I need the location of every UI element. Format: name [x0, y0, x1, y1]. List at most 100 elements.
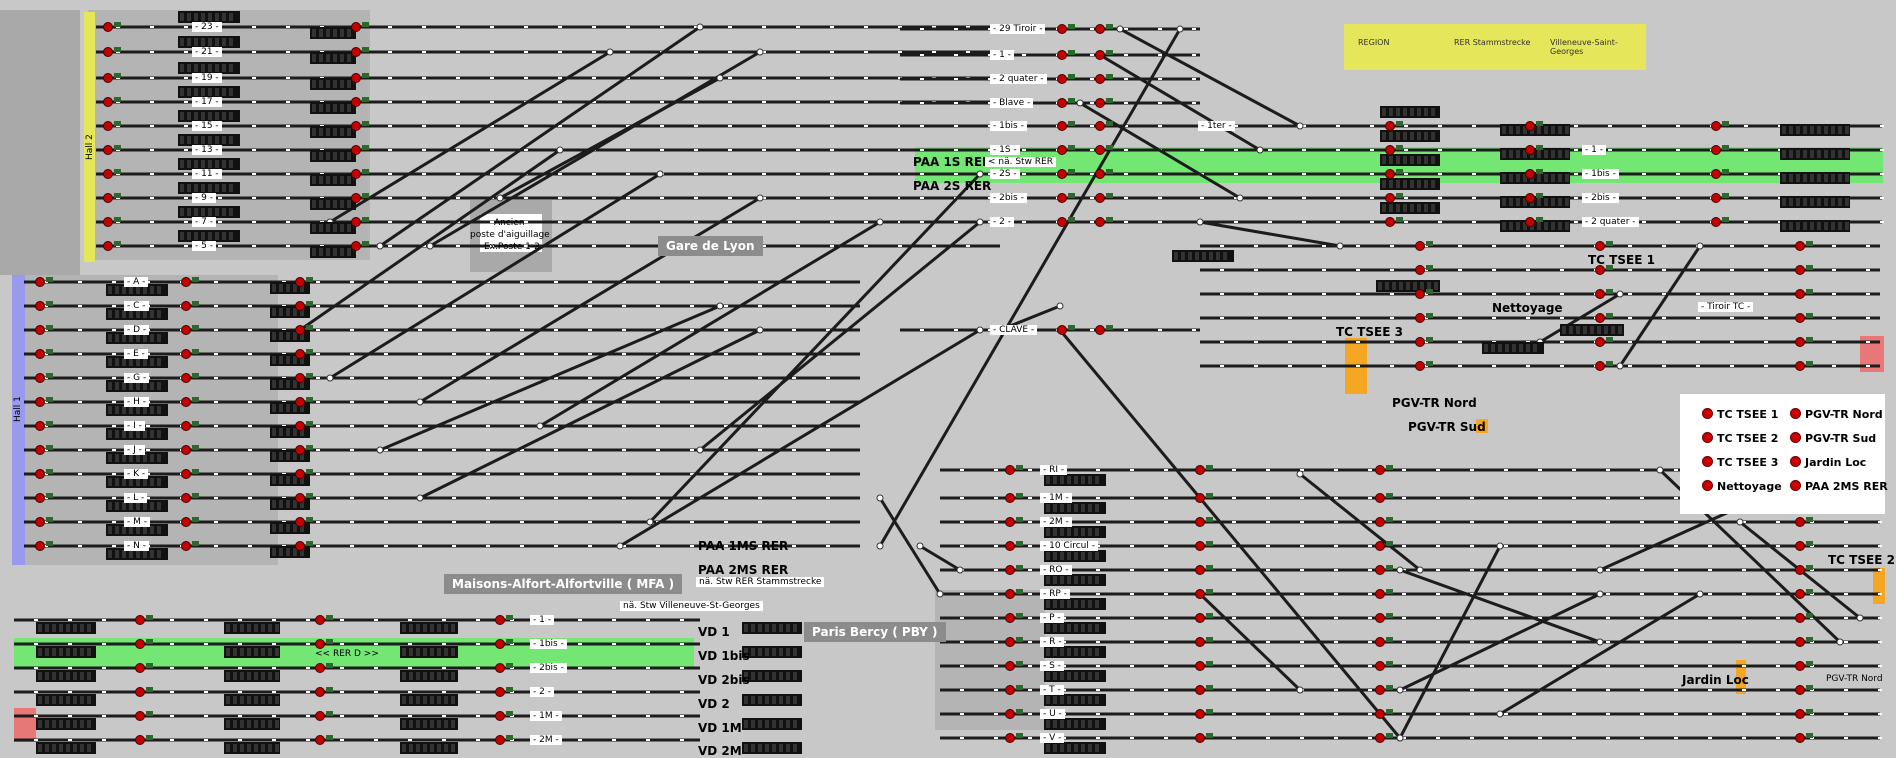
- switch[interactable]: [1396, 734, 1404, 742]
- switch[interactable]: [756, 48, 764, 56]
- signal[interactable]: [295, 397, 305, 407]
- switch[interactable]: [756, 326, 764, 334]
- signal[interactable]: [295, 445, 305, 455]
- signal[interactable]: [1415, 337, 1425, 347]
- signal[interactable]: [181, 277, 191, 287]
- switch[interactable]: [376, 242, 384, 250]
- signal[interactable]: [351, 22, 361, 32]
- switch[interactable]: [1616, 362, 1624, 370]
- signal[interactable]: [35, 421, 45, 431]
- signal[interactable]: [1095, 121, 1105, 131]
- signal[interactable]: [1195, 465, 1205, 475]
- signal[interactable]: [315, 639, 325, 649]
- signal[interactable]: [1095, 217, 1105, 227]
- signal[interactable]: [1711, 145, 1721, 155]
- signal[interactable]: [351, 121, 361, 131]
- signal[interactable]: [103, 169, 113, 179]
- signal[interactable]: [1525, 121, 1535, 131]
- switch[interactable]: [1696, 242, 1704, 250]
- signal[interactable]: [1385, 193, 1395, 203]
- signal[interactable]: [1375, 517, 1385, 527]
- signal[interactable]: [1595, 289, 1605, 299]
- signal[interactable]: [1095, 325, 1105, 335]
- signal[interactable]: [295, 373, 305, 383]
- signal[interactable]: [495, 735, 505, 745]
- signal[interactable]: [315, 735, 325, 745]
- switch[interactable]: [656, 170, 664, 178]
- signal[interactable]: [1057, 169, 1067, 179]
- signal[interactable]: [1525, 193, 1535, 203]
- signal[interactable]: [495, 711, 505, 721]
- signal[interactable]: [181, 397, 191, 407]
- switch[interactable]: [876, 494, 884, 502]
- signal[interactable]: [1375, 709, 1385, 719]
- signal[interactable]: [1385, 217, 1395, 227]
- switch[interactable]: [876, 218, 884, 226]
- signal[interactable]: [1795, 637, 1805, 647]
- legend-item[interactable]: TC TSEE 3: [1702, 456, 1778, 469]
- signal[interactable]: [1195, 709, 1205, 719]
- signal[interactable]: [35, 277, 45, 287]
- signal[interactable]: [1795, 541, 1805, 551]
- signal[interactable]: [351, 97, 361, 107]
- switch[interactable]: [1496, 710, 1504, 718]
- signal[interactable]: [135, 639, 145, 649]
- signal[interactable]: [1375, 589, 1385, 599]
- signal[interactable]: [1195, 589, 1205, 599]
- signal[interactable]: [181, 373, 191, 383]
- switch[interactable]: [1116, 25, 1124, 33]
- switch[interactable]: [976, 326, 984, 334]
- signal[interactable]: [1385, 145, 1395, 155]
- signal[interactable]: [295, 493, 305, 503]
- signal[interactable]: [1057, 121, 1067, 131]
- switch[interactable]: [1336, 242, 1344, 250]
- signal[interactable]: [1795, 565, 1805, 575]
- switch[interactable]: [956, 566, 964, 574]
- switch[interactable]: [696, 446, 704, 454]
- signal[interactable]: [1005, 661, 1015, 671]
- signal[interactable]: [1005, 709, 1015, 719]
- switch[interactable]: [976, 170, 984, 178]
- switch[interactable]: [1596, 638, 1604, 646]
- signal[interactable]: [315, 687, 325, 697]
- signal[interactable]: [351, 193, 361, 203]
- signal[interactable]: [315, 663, 325, 673]
- signal[interactable]: [181, 325, 191, 335]
- switch[interactable]: [1416, 566, 1424, 574]
- switch[interactable]: [416, 494, 424, 502]
- signal[interactable]: [35, 469, 45, 479]
- signal[interactable]: [35, 373, 45, 383]
- signal[interactable]: [1195, 661, 1205, 671]
- signal[interactable]: [1095, 24, 1105, 34]
- signal[interactable]: [103, 47, 113, 57]
- signal[interactable]: [1375, 637, 1385, 647]
- switch[interactable]: [536, 422, 544, 430]
- signal[interactable]: [1005, 685, 1015, 695]
- signal[interactable]: [1375, 613, 1385, 623]
- signal[interactable]: [181, 469, 191, 479]
- signal[interactable]: [1795, 289, 1805, 299]
- signal[interactable]: [1711, 217, 1721, 227]
- signal[interactable]: [1415, 265, 1425, 275]
- signal[interactable]: [181, 301, 191, 311]
- signal[interactable]: [495, 663, 505, 673]
- signal[interactable]: [135, 735, 145, 745]
- signal[interactable]: [1711, 121, 1721, 131]
- signal[interactable]: [1795, 613, 1805, 623]
- signal[interactable]: [1195, 733, 1205, 743]
- signal[interactable]: [1375, 541, 1385, 551]
- signal[interactable]: [1795, 337, 1805, 347]
- signal[interactable]: [1095, 50, 1105, 60]
- signal[interactable]: [1795, 589, 1805, 599]
- signal[interactable]: [295, 469, 305, 479]
- signal[interactable]: [1195, 637, 1205, 647]
- signal[interactable]: [135, 687, 145, 697]
- signal[interactable]: [351, 73, 361, 83]
- signal[interactable]: [135, 615, 145, 625]
- switch[interactable]: [1296, 686, 1304, 694]
- switch[interactable]: [376, 446, 384, 454]
- switch[interactable]: [756, 194, 764, 202]
- signal[interactable]: [1095, 145, 1105, 155]
- signal[interactable]: [1795, 661, 1805, 671]
- signal[interactable]: [1095, 74, 1105, 84]
